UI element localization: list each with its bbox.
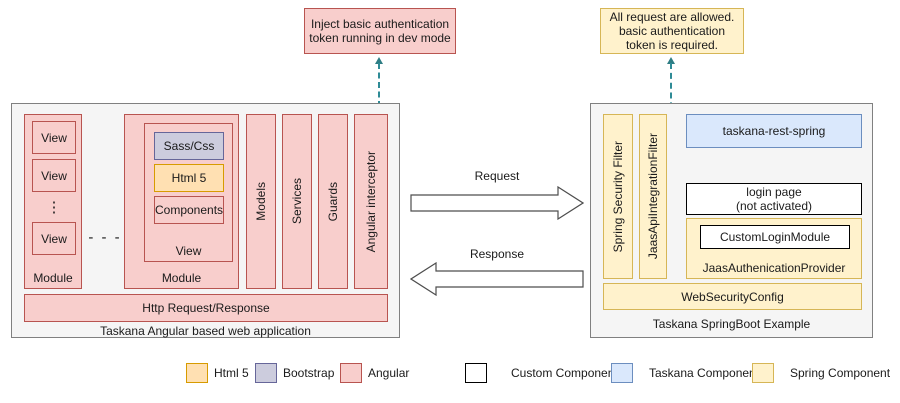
connector-left-arrowhead	[375, 57, 383, 64]
http-request-response-bar[interactable]: Http Request/Response	[24, 294, 388, 322]
legend-item-html5: Html 5	[186, 363, 249, 383]
login-page-label: login page	[746, 185, 802, 199]
module-b[interactable]: Sass/Css Html 5 Components View Module	[124, 114, 239, 289]
column-models-label: Models	[254, 182, 268, 221]
module-a-view-1-label: View	[41, 130, 67, 145]
legend-swatch-taskana-component	[611, 363, 633, 383]
legend-item-spring-component: Spring Component	[752, 363, 890, 383]
angular-app-caption: Taskana Angular based web application	[100, 324, 311, 338]
module-a-view-3-label: View	[41, 231, 67, 246]
filter-spring-security-label: Spring Security Filter	[611, 140, 625, 253]
module-a-vertical-ellipsis-glyph: ⋮	[46, 199, 62, 216]
module-b-view-label: View	[175, 244, 202, 258]
callout-auth-required-text: All request are allowed. basic authentic…	[609, 10, 735, 52]
callout-dev-mode: Inject basic authentication token runnin…	[304, 8, 456, 54]
request-arrow-label: Request	[474, 169, 520, 183]
module-b-item-sass-css[interactable]: Sass/Css	[154, 132, 224, 160]
legend-item-angular: Angular	[340, 363, 409, 383]
springboot-panel: Spring Security Filter JaasApiIntegratio…	[590, 103, 873, 338]
callout-dev-mode-text: Inject basic authentication token runnin…	[309, 17, 451, 45]
column-services-label: Services	[290, 178, 304, 225]
module-b-item-components-label: Components	[154, 203, 224, 217]
legend-item-taskana-component: Taskana Component	[611, 363, 759, 383]
modules-ellipsis-glyph: - - -	[88, 228, 122, 246]
filter-jaas-api-integration-label: JaasApiIntegrationFilter	[646, 133, 660, 260]
module-b-view[interactable]: Sass/Css Html 5 Components View	[144, 123, 233, 262]
request-arrow	[410, 186, 584, 220]
column-guards-label: Guards	[326, 181, 340, 222]
legend-item-bootstrap: Bootstrap	[255, 363, 334, 383]
jaas-authentication-provider-label: JaasAuthenicationProvider	[702, 261, 846, 275]
module-a-view-2[interactable]: View	[32, 159, 76, 192]
web-security-config-label: WebSecurityConfig	[681, 289, 784, 304]
jaas-authentication-provider[interactable]: CustomLoginModule JaasAuthenicationProvi…	[686, 218, 862, 279]
module-a-label: Module	[33, 271, 73, 285]
legend-swatch-custom-component	[465, 363, 487, 383]
legend-swatch-bootstrap	[255, 363, 277, 383]
angular-app-panel: View View ⋮ View Module - - - Sass/Css H…	[11, 103, 400, 338]
legend-label-spring-component: Spring Component	[790, 366, 891, 380]
connector-right-arrowhead	[667, 57, 675, 64]
connector-left-dashed	[375, 57, 383, 107]
column-models[interactable]: Models	[246, 114, 276, 289]
legend-swatch-angular	[340, 363, 362, 383]
filter-spring-security[interactable]: Spring Security Filter	[603, 114, 633, 279]
module-b-item-components[interactable]: Components	[154, 196, 224, 224]
legend-item-custom-component: Custom Component	[465, 363, 618, 383]
module-a-view-2-label: View	[41, 168, 67, 183]
module-b-item-html5[interactable]: Html 5	[154, 164, 224, 192]
column-angular-interceptor-label: Angular interceptor	[364, 150, 378, 253]
filter-jaas-api-integration[interactable]: JaasApiIntegrationFilter	[639, 114, 667, 279]
legend-swatch-spring-component	[752, 363, 774, 383]
module-b-item-html5-label: Html 5	[171, 171, 207, 185]
module-a[interactable]: View View ⋮ View Module	[24, 114, 82, 289]
http-request-response-label: Http Request/Response	[142, 301, 270, 315]
custom-login-module[interactable]: CustomLoginModule	[700, 225, 850, 249]
legend-swatch-html5	[186, 363, 208, 383]
web-security-config[interactable]: WebSecurityConfig	[603, 283, 862, 310]
login-page-status: (not activated)	[735, 199, 813, 213]
legend-label-taskana-component: Taskana Component	[649, 366, 760, 380]
response-arrow	[410, 262, 584, 296]
module-b-item-sass-css-label: Sass/Css	[163, 139, 215, 153]
callout-auth-required: All request are allowed. basic authentic…	[600, 8, 744, 54]
response-arrow-label: Response	[469, 247, 525, 261]
legend-label-custom-component: Custom Component	[511, 366, 618, 380]
modules-ellipsis: - - -	[88, 228, 122, 246]
module-a-vertical-ellipsis: ⋮	[32, 195, 76, 221]
springboot-caption: Taskana SpringBoot Example	[652, 317, 811, 331]
legend-label-angular: Angular	[368, 366, 410, 380]
module-b-label: Module	[161, 271, 202, 285]
module-a-view-1[interactable]: View	[32, 121, 76, 154]
column-angular-interceptor[interactable]: Angular interceptor	[354, 114, 388, 289]
module-a-view-3[interactable]: View	[32, 222, 76, 255]
column-guards[interactable]: Guards	[318, 114, 348, 289]
login-page-box[interactable]: login page (not activated)	[686, 183, 862, 215]
legend-label-bootstrap: Bootstrap	[283, 366, 335, 380]
column-services[interactable]: Services	[282, 114, 312, 289]
taskana-rest-spring-box[interactable]: taskana-rest-spring	[686, 114, 862, 148]
legend-label-html5: Html 5	[214, 366, 249, 380]
taskana-rest-spring-label: taskana-rest-spring	[722, 124, 826, 138]
connector-left-line	[378, 63, 380, 107]
custom-login-module-label: CustomLoginModule	[719, 230, 831, 244]
